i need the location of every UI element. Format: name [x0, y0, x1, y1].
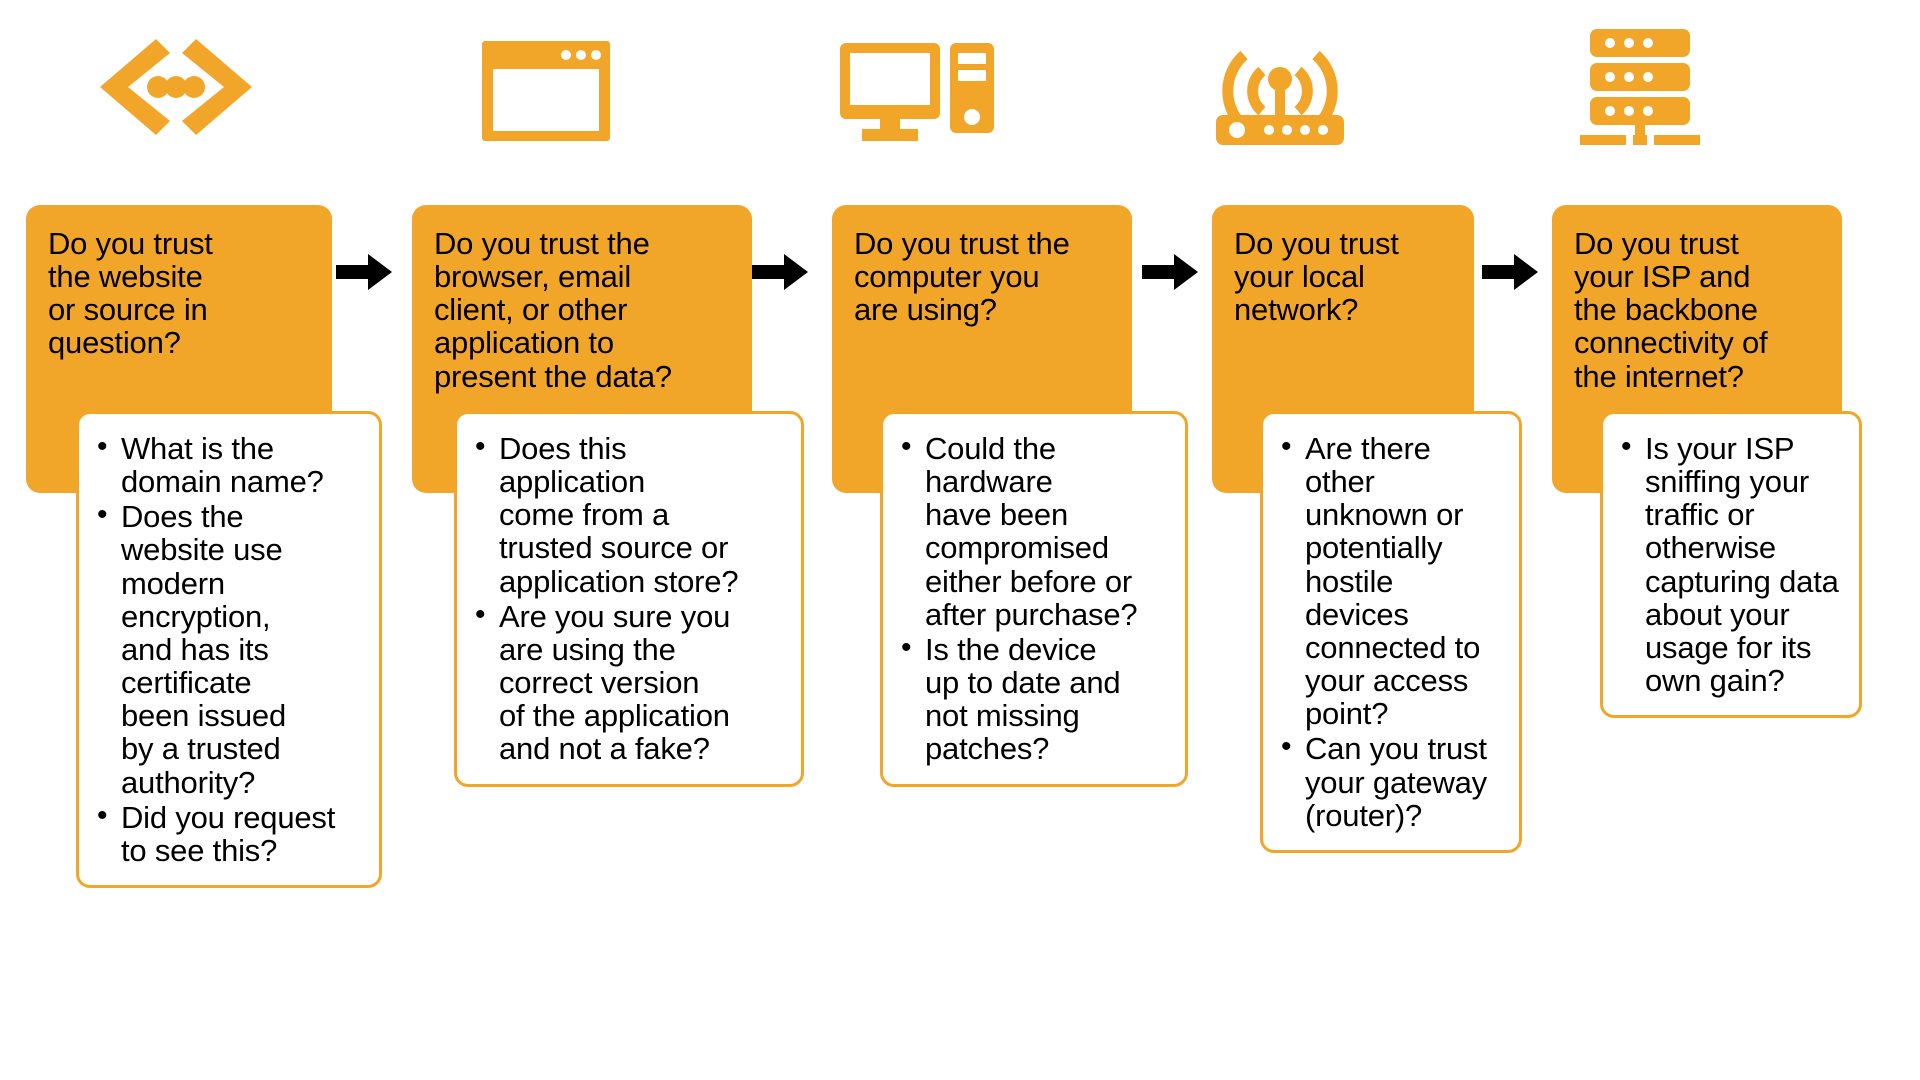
bullet-list-4: Are there other unknown or potentially h…: [1275, 431, 1505, 832]
list-item: Does this application come from a truste…: [469, 431, 787, 598]
icon-row: [0, 0, 1920, 175]
bullet-list-2: Does this application come from a truste…: [469, 431, 787, 766]
bullet-list-1: What is the domain name? Does the websit…: [91, 431, 365, 867]
question-text-5: Do you trust your ISP and the backbone c…: [1574, 226, 1768, 394]
list-item: What is the domain name?: [91, 431, 365, 498]
arrow-step-3-to-4: [1142, 252, 1198, 292]
arrow-step-2-to-3: [752, 252, 808, 292]
step-column-2: Do you trust the browser, email client, …: [412, 205, 804, 787]
bullet-card-4[interactable]: Are there other unknown or potentially h…: [1260, 411, 1522, 853]
bullet-card-3[interactable]: Could the hardware have been compromised…: [880, 411, 1188, 787]
icon-cell-4: [1130, 12, 1430, 162]
icon-cell-1: [26, 12, 326, 162]
icon-cell-5: [1490, 12, 1790, 162]
question-text-3: Do you trust the computer you are using?: [854, 226, 1070, 328]
bullet-card-1[interactable]: What is the domain name? Does the websit…: [76, 411, 382, 889]
step-column-3: Do you trust the computer you are using?…: [832, 205, 1188, 787]
bullet-list-3: Could the hardware have been compromised…: [895, 431, 1171, 766]
bullet-card-2[interactable]: Does this application come from a truste…: [454, 411, 804, 787]
icon-cell-2: [396, 12, 696, 162]
bullet-card-5[interactable]: Is your ISP sniffing your traffic or oth…: [1600, 411, 1862, 719]
step-column-1: Do you trust the website or source in qu…: [26, 205, 382, 889]
code-brackets-icon: [96, 33, 256, 141]
list-item: Could the hardware have been compromised…: [895, 431, 1171, 631]
desktop-computer-icon: [840, 33, 1000, 141]
question-text-2: Do you trust the browser, email client, …: [434, 226, 672, 394]
wireless-router-icon: [1210, 29, 1350, 145]
icon-cell-3: [770, 12, 1070, 162]
bullet-list-5: Is your ISP sniffing your traffic or oth…: [1615, 431, 1845, 697]
list-item: Are there other unknown or potentially h…: [1275, 431, 1505, 730]
list-item: Can you trust your gateway (router)?: [1275, 731, 1505, 831]
list-item: Did you request to see this?: [91, 800, 365, 867]
browser-window-icon: [482, 33, 610, 141]
server-rack-icon: [1578, 25, 1702, 149]
question-text-1: Do you trust the website or source in qu…: [48, 226, 213, 361]
arrow-step-4-to-5: [1482, 252, 1538, 292]
list-item: Is your ISP sniffing your traffic or oth…: [1615, 431, 1845, 697]
arrow-step-1-to-2: [336, 252, 392, 292]
step-column-4: Do you trust your local network? Are the…: [1212, 205, 1522, 853]
list-item: Does the website use modern encryption, …: [91, 499, 365, 798]
list-item: Are you sure you are using the correct v…: [469, 599, 787, 766]
list-item: Is the device up to date and not missing…: [895, 632, 1171, 766]
question-text-4: Do you trust your local network?: [1234, 226, 1399, 328]
step-column-5: Do you trust your ISP and the backbone c…: [1552, 205, 1862, 719]
